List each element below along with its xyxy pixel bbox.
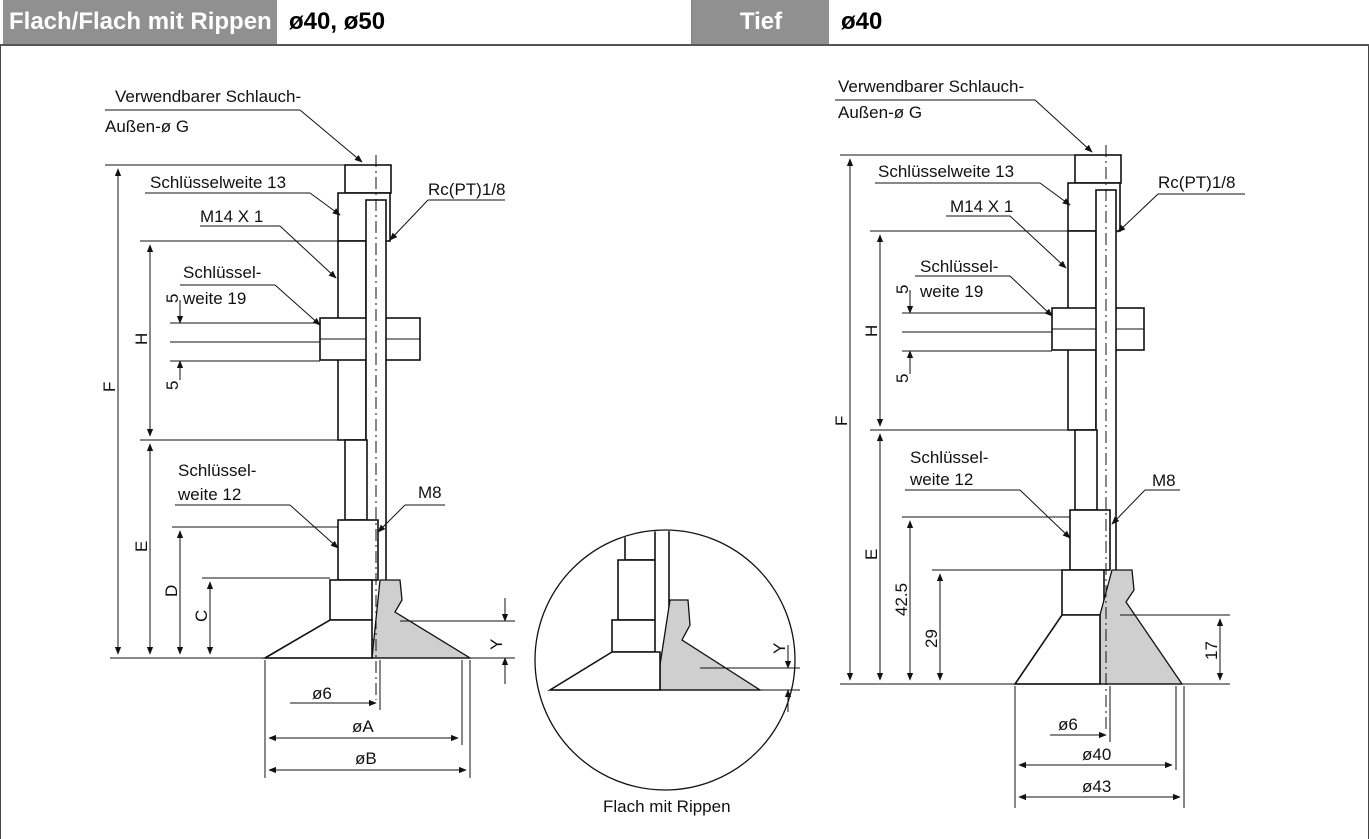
r-wrench19-label-a: Schlüssel- xyxy=(920,257,998,276)
wrench12-label-b: weite 12 xyxy=(177,485,241,504)
hose-label-1: Verwendbarer Schlauch- xyxy=(115,87,301,106)
wrench13-label: Schlüsselweite 13 xyxy=(150,173,286,192)
r-dim-17: 17 xyxy=(1202,641,1221,660)
m14-label: M14 X 1 xyxy=(200,207,263,226)
detail-dim-y: Y xyxy=(770,643,789,654)
diaA-label: øA xyxy=(352,717,374,736)
r-dim-29: 29 xyxy=(922,629,941,648)
r-dim5-bottom: 5 xyxy=(893,374,912,383)
ribbed-detail-view: Y Flach mit Rippen xyxy=(534,529,800,816)
pad-neck-left xyxy=(329,579,373,621)
right-vacuum-pad-drawing: Verwendbarer Schlauch- Außen-ø G Schlüss… xyxy=(832,77,1245,808)
r-wrench19-label-b: weite 19 xyxy=(919,282,983,301)
r-dim-42-5: 42.5 xyxy=(892,583,911,616)
header-type-cell: Flach/Flach mit Rippen xyxy=(3,0,277,44)
r-dia43-label: ø43 xyxy=(1082,777,1111,796)
r-dim5-top: 5 xyxy=(893,285,912,294)
r-port-thread-label: Rc(PT)1/8 xyxy=(1158,173,1235,192)
table-header: Flach/Flach mit Rippen ø40, ø50 Tief ø40 xyxy=(0,0,1369,46)
dim-y: Y xyxy=(487,639,506,650)
detail-circle xyxy=(534,529,796,791)
header-divider xyxy=(0,44,1369,46)
pad-section-right xyxy=(1099,569,1184,685)
r-dim-e: E xyxy=(862,549,881,560)
dim-c: C xyxy=(192,610,211,622)
dim-d: D xyxy=(162,585,181,597)
r-hose-label-2: Außen-ø G xyxy=(838,103,922,122)
r-hose-label-1: Verwendbarer Schlauch- xyxy=(838,77,1024,96)
r-wrench13-label: Schlüsselweite 13 xyxy=(878,162,1014,181)
r-dim-f: F xyxy=(832,416,851,426)
r-wrench12-label-a: Schlüssel- xyxy=(910,448,988,467)
dim5-bottom: 5 xyxy=(163,381,182,390)
hose-fitting-left xyxy=(344,164,392,194)
r-dia6-label: ø6 xyxy=(1058,715,1078,734)
m8-label: M8 xyxy=(418,483,442,502)
dia6-label: ø6 xyxy=(312,684,332,703)
dim5-top: 5 xyxy=(163,294,182,303)
detail-caption: Flach mit Rippen xyxy=(603,797,731,816)
wrench12-label-a: Schlüssel- xyxy=(178,461,256,480)
pad-section-left xyxy=(371,579,473,659)
wrench19-label-a: Schlüssel- xyxy=(183,263,261,282)
r-m8-label: M8 xyxy=(1152,471,1176,490)
hose-label-2: Außen-ø G xyxy=(105,117,189,136)
header-type-deep-cell: Tief xyxy=(693,0,829,44)
dim-h: H xyxy=(132,333,151,345)
header-size-deep-cell: ø40 xyxy=(829,0,1367,44)
port-thread-label: Rc(PT)1/8 xyxy=(428,180,505,199)
r-dia40-label: ø40 xyxy=(1082,745,1111,764)
header-sizes-cell: ø40, ø50 xyxy=(277,0,693,44)
diaB-label: øB xyxy=(355,749,377,768)
r-dim-h: H xyxy=(862,325,881,337)
stem-left xyxy=(344,439,368,521)
deep-pad-lip-right xyxy=(1013,614,1101,685)
wrench19-label-b: weite 19 xyxy=(182,289,246,308)
dim-e: E xyxy=(132,541,151,552)
r-wrench12-label-b: weite 12 xyxy=(909,470,973,489)
dim-f: F xyxy=(100,382,119,392)
r-m14-label: M14 X 1 xyxy=(950,197,1013,216)
hex-12-left xyxy=(337,519,379,581)
left-vacuum-pad-drawing: Verwendbarer Schlauch- Außen-ø G Schlüss… xyxy=(100,87,515,778)
pad-lip-left xyxy=(262,619,373,659)
